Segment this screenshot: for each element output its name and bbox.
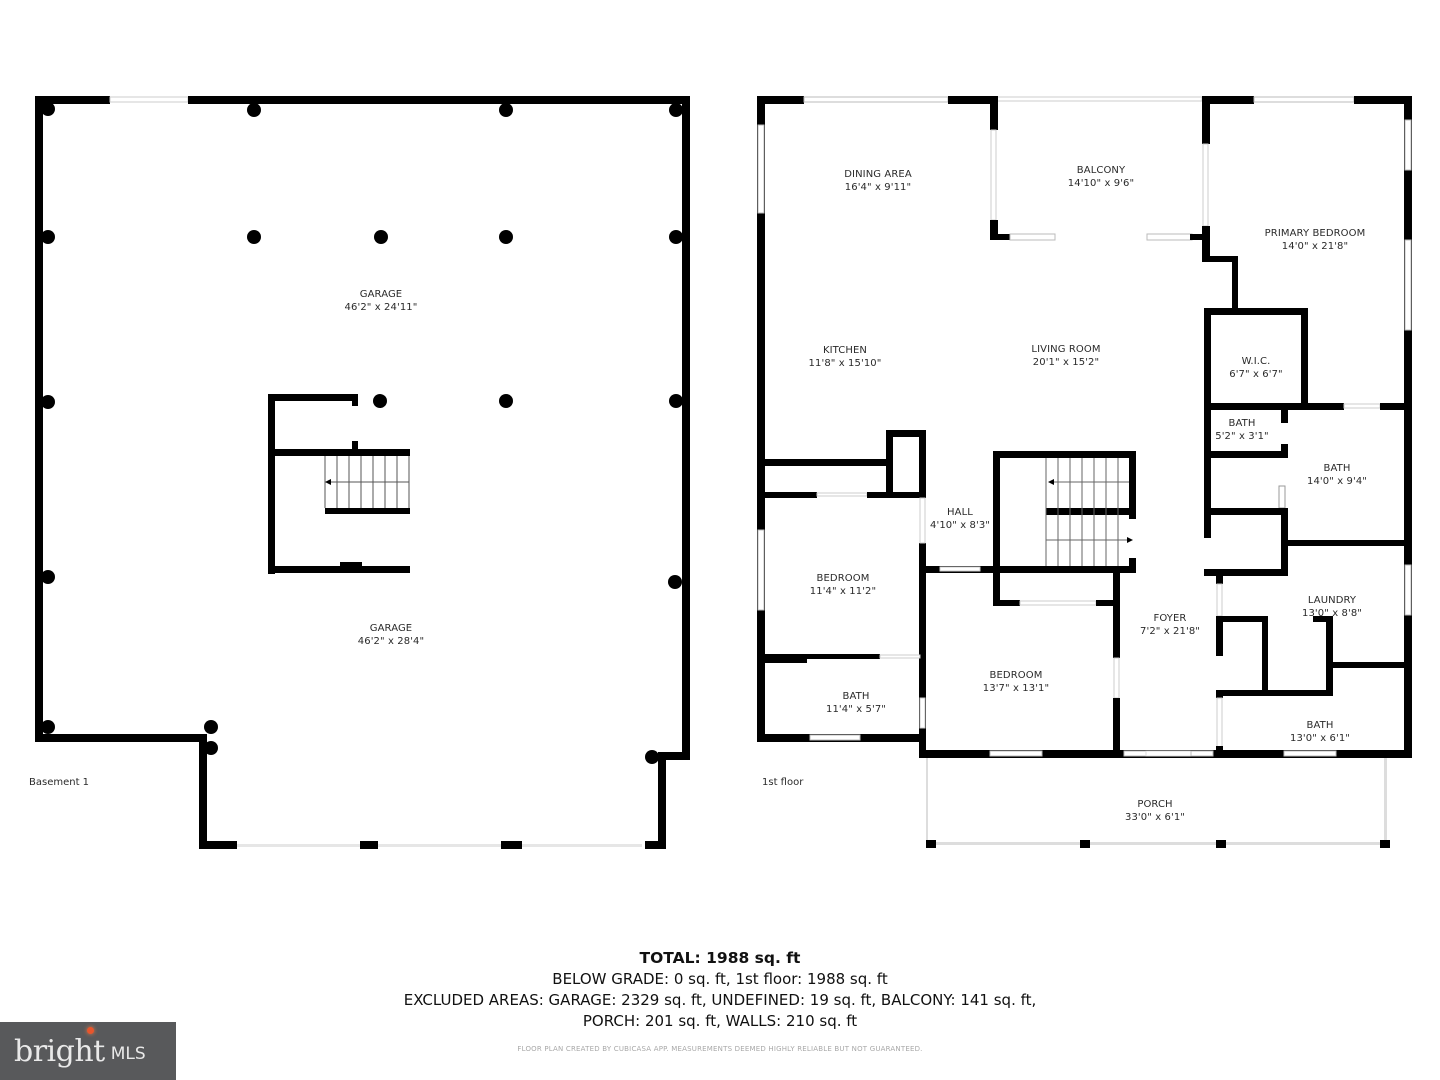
room-dimensions: 20'1" x 15'2" (1032, 357, 1100, 368)
room-bedroom-1: BEDROOM 11'4" x 11'2" (810, 572, 876, 598)
room-name: HALL (947, 507, 973, 518)
logo-brand: bright (14, 1033, 105, 1069)
room-name: BALCONY (1076, 165, 1126, 176)
room-dimensions: 11'4" x 11'2" (809, 586, 877, 597)
room-name: KITCHEN (822, 345, 868, 356)
disclaimer: FLOOR PLAN CREATED BY CUBICASA APP. MEAS… (517, 1045, 923, 1053)
bright-mls-logo: bright MLS (0, 1022, 176, 1080)
room-dimensions: 14'0" x 9'4" (1307, 476, 1367, 487)
room-bath-primary: BATH 14'0" x 9'4" (1307, 462, 1367, 488)
room-name: BEDROOM (989, 670, 1043, 681)
room-garage-upper: GARAGE 46'2" x 24'11" (345, 288, 418, 314)
room-name: BEDROOM (816, 573, 870, 584)
room-name: GARAGE (369, 623, 413, 634)
room-dimensions: 6'7" x 6'7" (1229, 369, 1283, 380)
room-kitchen: KITCHEN 11'8" x 15'10" (809, 344, 882, 370)
room-name: DINING AREA (844, 169, 912, 180)
basement-plan (35, 96, 690, 849)
room-dimensions: 46'2" x 28'4" (357, 636, 425, 647)
excluded-areas-cont: PORCH: 201 sq. ft, WALLS: 210 sq. ft (582, 1012, 858, 1030)
room-dimensions: 11'8" x 15'10" (808, 358, 882, 369)
area-summary: TOTAL: 1988 sq. ft BELOW GRADE: 0 sq. ft… (0, 947, 1440, 1032)
room-dimensions: 16'4" x 9'11" (844, 182, 912, 193)
room-garage-lower: GARAGE 46'2" x 28'4" (358, 622, 424, 648)
room-name: BATH (1323, 463, 1351, 474)
room-bedroom-2: BEDROOM 13'7" x 13'1" (983, 669, 1049, 695)
room-dimensions: 11'4" x 5'7" (826, 704, 886, 715)
room-dining-area: DINING AREA 16'4" x 9'11" (844, 168, 912, 194)
room-name: BATH (842, 691, 870, 702)
room-dimensions: 14'0" x 21'8" (1281, 241, 1349, 252)
room-name: PRIMARY BEDROOM (1264, 228, 1366, 239)
room-name: GARAGE (359, 289, 403, 300)
logo-suffix: MLS (110, 1044, 146, 1064)
room-dimensions: 5'2" x 3'1" (1215, 431, 1269, 442)
room-dimensions: 33'0" x 6'1" (1125, 812, 1185, 823)
room-primary-bedroom: PRIMARY BEDROOM 14'0" x 21'8" (1265, 227, 1366, 253)
room-name: PORCH (1137, 799, 1173, 810)
room-dimensions: 13'0" x 8'8" (1302, 608, 1362, 619)
room-name: W.I.C. (1241, 356, 1271, 367)
room-name: BATH (1228, 418, 1256, 429)
room-hall: HALL 4'10" x 8'3" (930, 506, 990, 532)
room-dimensions: 4'10" x 8'3" (930, 520, 990, 531)
total-area: TOTAL: 1988 sq. ft (639, 949, 801, 967)
room-dimensions: 14'10" x 9'6" (1067, 178, 1135, 189)
room-porch: PORCH 33'0" x 6'1" (1125, 798, 1185, 824)
first-floor-plan (757, 96, 1412, 848)
room-living-room: LIVING ROOM 20'1" x 15'2" (1031, 343, 1100, 369)
room-name: BATH (1306, 720, 1334, 731)
logo-spark-icon (87, 1027, 94, 1034)
room-name: LIVING ROOM (1031, 344, 1101, 355)
room-name: FOYER (1153, 613, 1187, 624)
excluded-areas: EXCLUDED AREAS: GARAGE: 2329 sq. ft, UND… (403, 991, 1037, 1009)
room-dimensions: 7'2" x 21'8" (1140, 626, 1200, 637)
area-breakdown: BELOW GRADE: 0 sq. ft, 1st floor: 1988 s… (552, 970, 888, 988)
room-wic: W.I.C. 6'7" x 6'7" (1229, 355, 1283, 381)
room-foyer: FOYER 7'2" x 21'8" (1140, 612, 1200, 638)
room-dimensions: 13'0" x 6'1" (1290, 733, 1350, 744)
room-name: LAUNDRY (1307, 595, 1357, 606)
room-laundry: LAUNDRY 13'0" x 8'8" (1302, 594, 1362, 620)
room-bath-hall: BATH 11'4" x 5'7" (826, 690, 886, 716)
floor-label-first: 1st floor (762, 777, 804, 788)
room-balcony: BALCONY 14'10" x 9'6" (1068, 164, 1134, 190)
floor-label-basement: Basement 1 (29, 777, 90, 788)
room-bath-small: BATH 5'2" x 3'1" (1215, 417, 1269, 443)
room-dimensions: 13'7" x 13'1" (982, 683, 1050, 694)
room-bath-laundry: BATH 13'0" x 6'1" (1290, 719, 1350, 745)
room-dimensions: 46'2" x 24'11" (344, 302, 418, 313)
